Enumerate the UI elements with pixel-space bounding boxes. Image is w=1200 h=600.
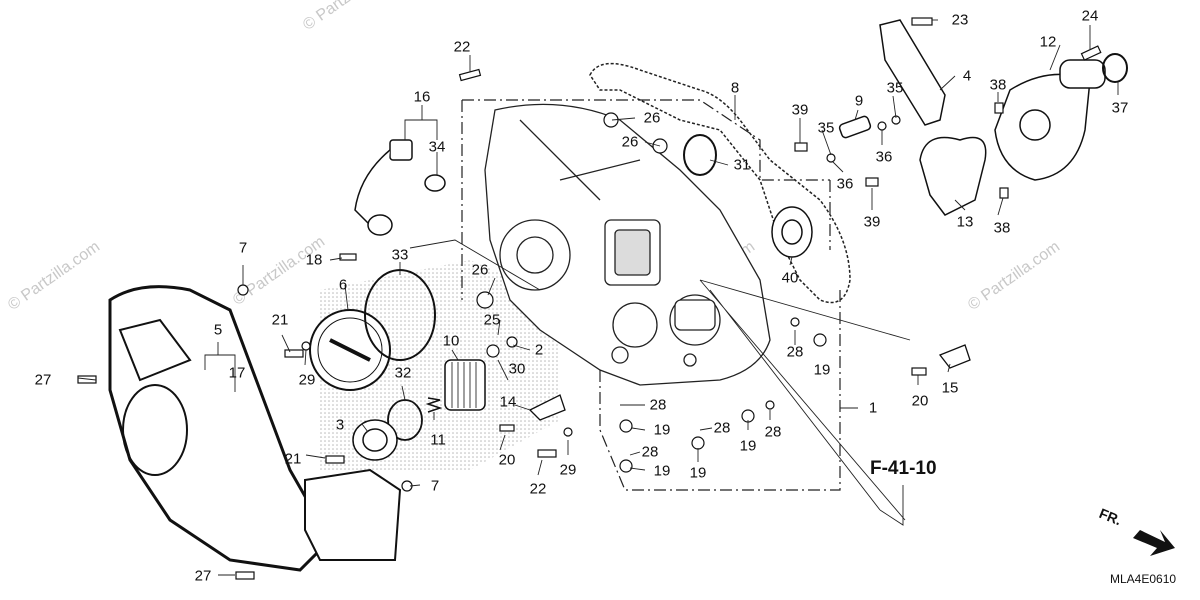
callout-5: 5 — [213, 321, 223, 339]
callout-23: 23 — [951, 11, 969, 29]
crankcase-cover-1 — [484, 103, 771, 386]
callout-35: 35 — [817, 119, 835, 137]
lower-shroud — [304, 468, 402, 561]
callout-26: 26 — [471, 261, 489, 279]
reference-label: F-41-10 — [870, 458, 937, 479]
callout-40: 40 — [781, 269, 799, 287]
callout-39: 39 — [863, 213, 881, 231]
side-cover-5 — [108, 285, 332, 572]
shadow-stipple — [320, 260, 560, 470]
leader-lines — [77, 19, 1119, 576]
gasket-8 — [589, 62, 851, 304]
callout-30: 30 — [508, 360, 526, 378]
fastener-marks — [77, 17, 1102, 580]
o-ring-37 — [1102, 53, 1128, 83]
callout-1: 1 — [868, 399, 878, 417]
callout-10: 10 — [442, 332, 460, 350]
callout-4: 4 — [962, 67, 972, 85]
callout-6: 6 — [338, 276, 348, 294]
callout-32: 32 — [394, 364, 412, 382]
callout-34: 34 — [428, 138, 446, 156]
callout-22: 22 — [529, 480, 547, 498]
callout-28: 28 — [713, 419, 731, 437]
o-ring-34 — [424, 174, 446, 192]
callout-36: 36 — [836, 175, 854, 193]
callout-11: 11 — [430, 431, 446, 449]
callout-20: 20 — [498, 451, 516, 469]
callout-9: 9 — [854, 92, 864, 110]
callout-19: 19 — [739, 437, 757, 455]
callout-7: 7 — [430, 477, 440, 495]
bracket-4 — [879, 19, 946, 126]
shaft-9 — [838, 115, 872, 139]
callout-25: 25 — [483, 311, 501, 329]
bracket-14 — [528, 394, 566, 421]
hose-16 — [354, 139, 413, 236]
bracket-15 — [938, 344, 971, 369]
oil-filter-10 — [444, 359, 486, 411]
bearing-40 — [771, 206, 813, 258]
callout-19: 19 — [653, 462, 671, 480]
callout-37: 37 — [1111, 99, 1129, 117]
callout-13: 13 — [956, 213, 974, 231]
callout-36: 36 — [875, 148, 893, 166]
callout-15: 15 — [941, 379, 959, 397]
callout-27: 27 — [194, 567, 212, 585]
callout-19: 19 — [689, 464, 707, 482]
callout-39: 39 — [791, 101, 809, 119]
callout-29: 29 — [559, 461, 577, 479]
oil-seal-31 — [683, 134, 717, 176]
callout-31: 31 — [733, 156, 751, 174]
diagram-code: MLA4E0610 — [1110, 572, 1177, 586]
callout-33: 33 — [391, 246, 409, 264]
callout-28: 28 — [786, 343, 804, 361]
callout-21: 21 — [271, 311, 289, 329]
callout-14: 14 — [499, 393, 517, 411]
callout-38: 38 — [993, 219, 1011, 237]
callout-12: 12 — [1039, 33, 1057, 51]
callout-26: 26 — [621, 133, 639, 151]
callout-17: 17 — [228, 364, 246, 382]
clutch-cover-6 — [309, 309, 391, 391]
water-pump-12 — [994, 59, 1106, 181]
callout-19: 19 — [653, 421, 671, 439]
callout-20: 20 — [911, 392, 929, 410]
callout-24: 24 — [1081, 7, 1099, 25]
front-arrow — [1133, 530, 1175, 556]
callout-19: 19 — [813, 361, 831, 379]
callout-7: 7 — [238, 239, 248, 257]
callout-22: 22 — [453, 38, 471, 56]
callout-27: 27 — [34, 371, 52, 389]
gasket-13 — [919, 136, 987, 216]
callout-26: 26 — [643, 109, 661, 127]
callout-35: 35 — [886, 79, 904, 97]
assembly-boundary — [461, 99, 841, 491]
callout-2: 2 — [534, 341, 544, 359]
callout-38: 38 — [989, 76, 1007, 94]
callout-16: 16 — [413, 88, 431, 106]
callout-8: 8 — [730, 79, 740, 97]
callout-21: 21 — [284, 450, 302, 468]
callout-28: 28 — [764, 423, 782, 441]
callout-28: 28 — [649, 396, 667, 414]
callout-28: 28 — [641, 443, 659, 461]
callout-3: 3 — [335, 416, 345, 434]
spring-11 — [425, 397, 443, 413]
callout-18: 18 — [305, 251, 323, 269]
callout-29: 29 — [298, 371, 316, 389]
plate-3 — [352, 419, 398, 461]
